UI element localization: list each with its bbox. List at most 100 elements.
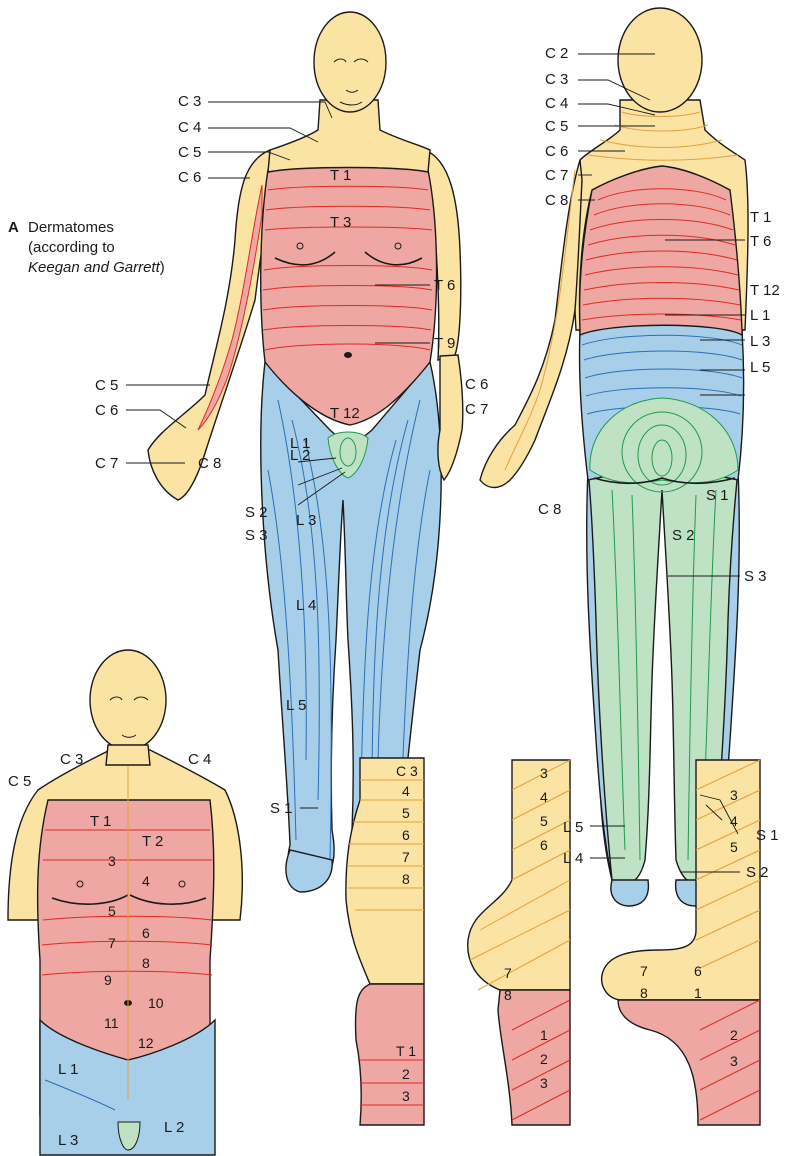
front-label-c3: C 3 [178,93,201,110]
schema2-low-2: 3 [540,1075,548,1091]
torso-label-l1: L 1 [58,1061,78,1078]
torso-label-10: 10 [148,995,164,1011]
schema1-label-4: 7 [402,849,410,865]
torso-label-c3: C 3 [60,751,83,768]
schema2-top-1: 4 [540,789,548,805]
front-label-t12: T 12 [330,405,360,422]
back-label-s2-foot: S 2 [746,864,769,881]
front-label-c8: C 8 [198,455,221,472]
caption-line1: Dermatomes [28,219,114,236]
schema3-top-0: 3 [730,787,738,803]
schema3-mid-1: 6 [694,963,702,979]
front-right-arm [148,150,270,500]
front-label-s3: S 3 [245,527,268,544]
caption-authors: Keegan and Garrett [28,259,161,276]
torso-label-3: 3 [108,853,116,869]
schema2-mid-0: 7 [504,965,512,981]
caption-letter: A [8,219,19,236]
back-label-c6: C 6 [545,143,568,160]
schema-1 [346,758,424,1125]
torso-label-8: 8 [142,955,150,971]
front-label-l3: L 3 [296,512,316,529]
back-label-c8-arm: C 8 [538,501,561,518]
schema1-label-3: 6 [402,827,410,843]
torso-label-11: 11 [104,1015,119,1031]
schema3-mid-2: 8 [640,985,648,1001]
schema3-mid-0: 7 [640,963,648,979]
back-label-l4-foot: L 4 [563,850,583,867]
front-label-c4: C 4 [178,119,201,136]
back-label-l1: L 1 [750,307,770,324]
torso-head [90,650,166,750]
back-label-c7: C 7 [545,167,568,184]
schema3-top-1: 4 [730,813,738,829]
back-label-c3: C 3 [545,71,568,88]
schema1-label-0: C 3 [396,763,418,779]
back-label-l3: L 3 [750,333,770,350]
front-label-t6: T 6 [434,277,455,294]
caption-close: ) [160,259,165,276]
front-label-t3: T 3 [330,214,351,231]
torso-label-4: 4 [142,873,150,889]
caption-line3: Keegan and Garrett) [28,259,165,276]
torso-label-6: 6 [142,925,150,941]
torso-label-9: 9 [104,972,112,988]
back-label-c2: C 2 [545,45,568,62]
back-label-c5: C 5 [545,118,568,135]
front-label-l4: L 4 [296,597,316,614]
schema2-mid-1: 8 [504,987,512,1003]
torso-label-l2: L 2 [164,1119,184,1136]
front-head [314,12,386,112]
schema-2 [468,760,570,1125]
front-label-t9: T 9 [434,335,455,352]
back-label-s3: S 3 [744,568,767,585]
back-label-c7-arm: C 7 [465,401,488,418]
schema1-label-5: 8 [402,871,410,887]
torso-label-t1: T 1 [90,813,111,830]
back-left-arm [480,160,582,488]
back-label-s1: S 1 [706,487,729,504]
torso-label-c5: C 5 [8,773,31,790]
torso-label-l3: L 3 [58,1132,78,1149]
schema2-top-3: 6 [540,837,548,853]
front-label-c6: C 6 [178,169,201,186]
schema3-top-2: 5 [730,839,738,855]
back-label-l5: L 5 [750,359,770,376]
front-label-t1: T 1 [330,167,351,184]
back-label-t1: T 1 [750,209,771,226]
back-label-c6-arm: C 6 [465,376,488,393]
schema2-top-0: 3 [540,765,548,781]
schema3-low-0: 2 [730,1027,738,1043]
back-label-c4: C 4 [545,95,568,112]
back-label-t6: T 6 [750,233,771,250]
schema1-label-8: 3 [402,1088,410,1104]
back-label-s2: S 2 [672,527,695,544]
back-label-l5-foot: L 5 [563,819,583,836]
torso-label-5: 5 [108,903,116,919]
front-label-l5: L 5 [286,697,306,714]
back-label-t12: T 12 [750,282,780,299]
torso-label-c4: C 4 [188,751,211,768]
schema2-low-0: 1 [540,1027,548,1043]
front-label-c5: C 5 [178,144,201,161]
schema3-mid-3: 1 [694,985,702,1001]
front-torso [261,162,437,425]
front-label-c6-arm: C 6 [95,402,118,419]
schema2-top-2: 5 [540,813,548,829]
torso-label-12: 12 [138,1035,154,1051]
front-label-c5-arm: C 5 [95,377,118,394]
front-label-s2: S 2 [245,504,268,521]
schema3-low-1: 3 [730,1053,738,1069]
torso-figure [8,650,242,1155]
torso-label-7: 7 [108,935,116,951]
schema2-low-1: 2 [540,1051,548,1067]
back-label-c8: C 8 [545,192,568,209]
back-thoracic [580,166,743,335]
front-label-c7: C 7 [95,455,118,472]
schema1-label-2: 5 [402,805,410,821]
back-label-s1-foot: S 1 [756,827,779,844]
front-label-l2: L 2 [290,447,310,464]
front-label-s1: S 1 [270,800,293,817]
schema1-label-6: T 1 [396,1043,416,1059]
